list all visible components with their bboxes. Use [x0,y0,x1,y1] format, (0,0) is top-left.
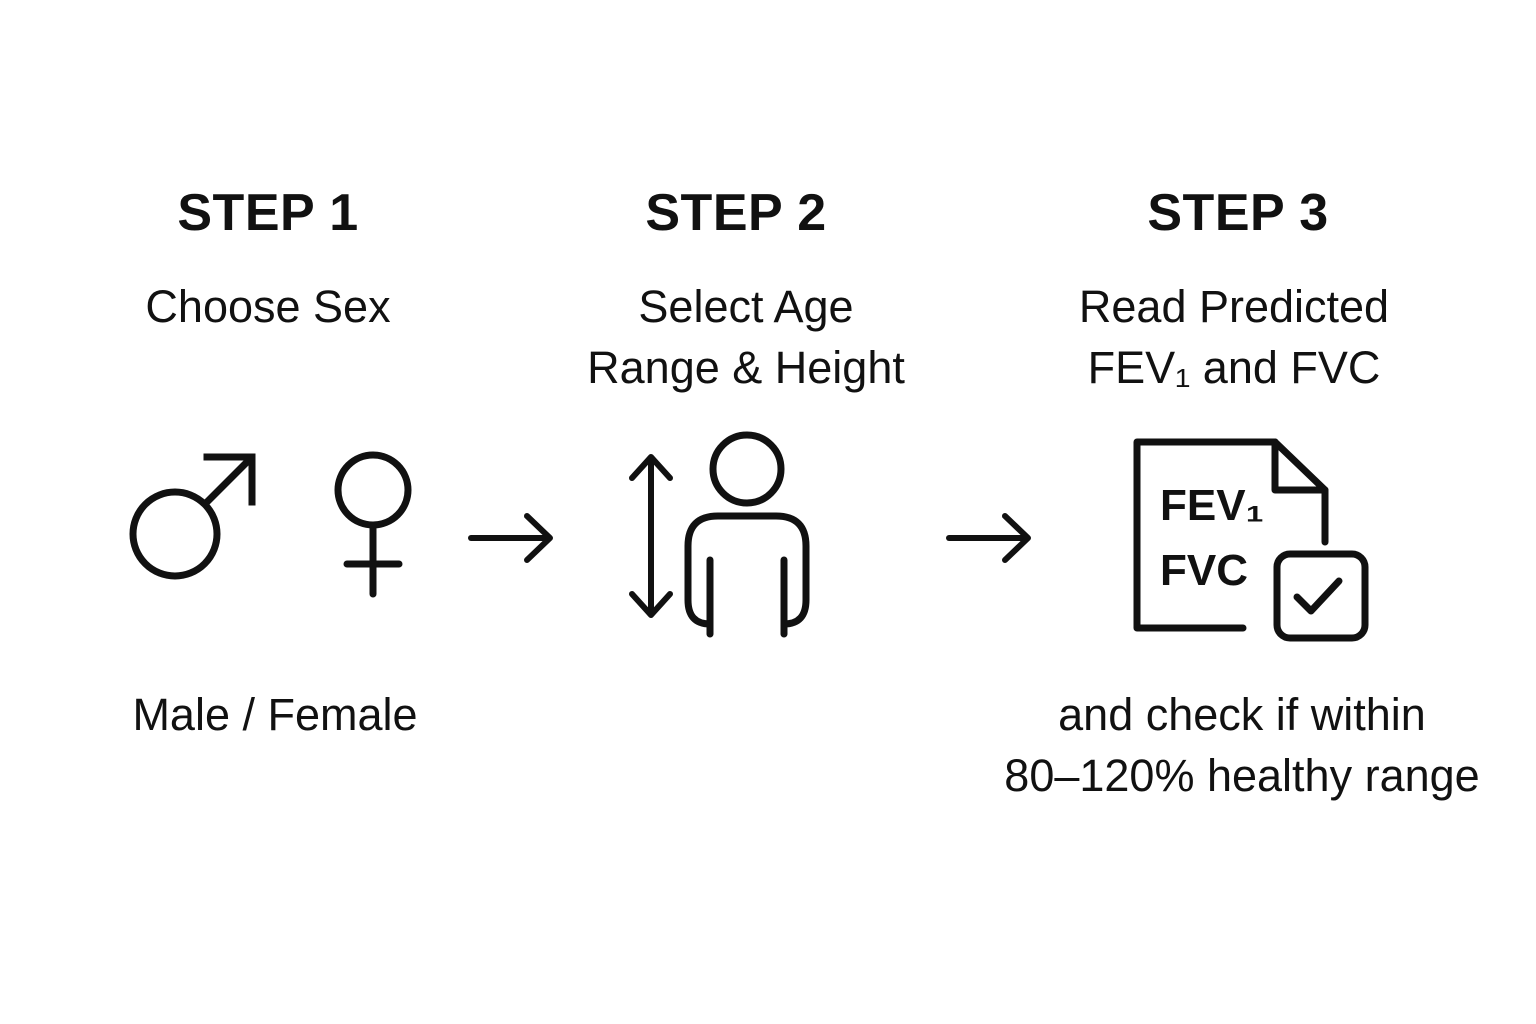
male-symbol-icon [129,453,256,580]
step-3-caption-line-2: 80–120% healthy range [1004,750,1480,801]
female-symbol-icon [334,451,412,598]
right-arrow-icon [468,513,553,563]
step-1-title: STEP 1 [177,184,359,242]
step-3-subtitle-line-2: FEV₁ and FVC [1087,342,1381,393]
step-3-title: STEP 3 [1147,184,1329,242]
step-2-subtitle: Select Age Range & Height [516,276,976,398]
step-1-caption-line: Male / Female [132,689,418,740]
person-icon [684,431,810,638]
step-2-title: STEP 2 [645,184,827,242]
step-3-subtitle-line-1: Read Predicted [1078,281,1390,332]
step-1-caption: Male / Female [15,684,535,745]
checkbox-check-icon [1273,550,1369,642]
right-arrow-icon [946,513,1031,563]
step-3-caption: and check if within 80–120% healthy rang… [982,684,1502,806]
document-label-fvc: FVC [1160,546,1248,595]
vertical-double-arrow-icon [629,454,673,618]
step-1-subtitle: Choose Sex [38,276,498,337]
step-3-caption-line-1: and check if within [1058,689,1426,740]
step-1-subtitle-line: Choose Sex [145,281,391,332]
step-2-subtitle-line-2: Range & Height [587,342,905,393]
document-label-fev1: FEV₁ [1160,481,1264,530]
step-3-subtitle: Read Predicted FEV₁ and FVC [1004,276,1464,398]
step-2-subtitle-line-1: Select Age [638,281,854,332]
document-icon [1133,438,1369,642]
